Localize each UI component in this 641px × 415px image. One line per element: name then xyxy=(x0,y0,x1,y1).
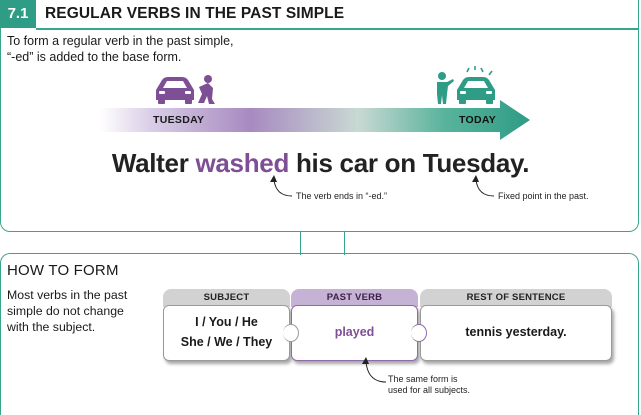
subject-column-header: SUBJECT xyxy=(163,289,290,307)
sentence-rest: his car on Tuesday. xyxy=(289,148,530,178)
sentence-subject: Walter xyxy=(111,148,196,178)
section-number-badge: 7.1 xyxy=(0,0,36,28)
how-text-line-1: Most verbs in the past xyxy=(7,288,128,302)
subject-line-1: I / You / He xyxy=(195,315,258,329)
intro-line-1: To form a regular verb in the past simpl… xyxy=(7,34,234,48)
title-divider xyxy=(36,28,639,30)
fixed-point-note: Fixed point in the past. xyxy=(498,191,589,201)
annotation-arrows xyxy=(270,175,495,197)
how-to-form-text: Most verbs in the past simple do not cha… xyxy=(7,287,142,335)
same-form-line-2: used for all subjects. xyxy=(388,385,471,395)
past-verb-value: played xyxy=(334,325,375,339)
timeline-label-tuesday: TUESDAY xyxy=(153,114,205,126)
puzzle-connector-2 xyxy=(411,324,427,342)
lesson-panel xyxy=(0,0,639,232)
intro-text: To form a regular verb in the past simpl… xyxy=(7,33,247,65)
how-to-form-panel xyxy=(0,253,639,415)
rest-cell xyxy=(420,305,612,361)
same-form-note: The same form is used for all subjects. xyxy=(388,374,470,396)
rest-value: tennis yesterday. xyxy=(465,325,567,339)
how-to-form-title: HOW TO FORM xyxy=(7,262,119,279)
past-verb-column-header: PAST VERB xyxy=(291,289,418,307)
subject-line-2: She / We / They xyxy=(180,335,273,349)
intro-line-2: “-ed” is added to the base form. xyxy=(7,50,182,64)
example-sentence: Walter washed his car on Tuesday. xyxy=(0,148,641,179)
same-form-line-1: The same form is xyxy=(388,374,458,384)
sentence-verb: washed xyxy=(195,148,290,178)
puzzle-connector-1 xyxy=(283,324,299,342)
timeline-arrow xyxy=(100,100,530,140)
panel-connector xyxy=(300,231,345,255)
rest-column-header: REST OF SENTENCE xyxy=(420,289,612,307)
verb-ending-note: The verb ends in “-ed.” xyxy=(296,191,388,201)
timeline-label-today: TODAY xyxy=(459,114,497,126)
person-with-clean-car-icon xyxy=(437,66,495,104)
section-title: REGULAR VERBS IN THE PAST SIMPLE xyxy=(45,5,345,22)
same-form-arrow xyxy=(362,357,387,383)
how-text-line-3: with the subject. xyxy=(7,320,96,334)
subject-cell xyxy=(163,305,290,361)
how-text-line-2: simple do not change xyxy=(7,304,124,318)
person-washing-car-icon xyxy=(156,75,215,104)
